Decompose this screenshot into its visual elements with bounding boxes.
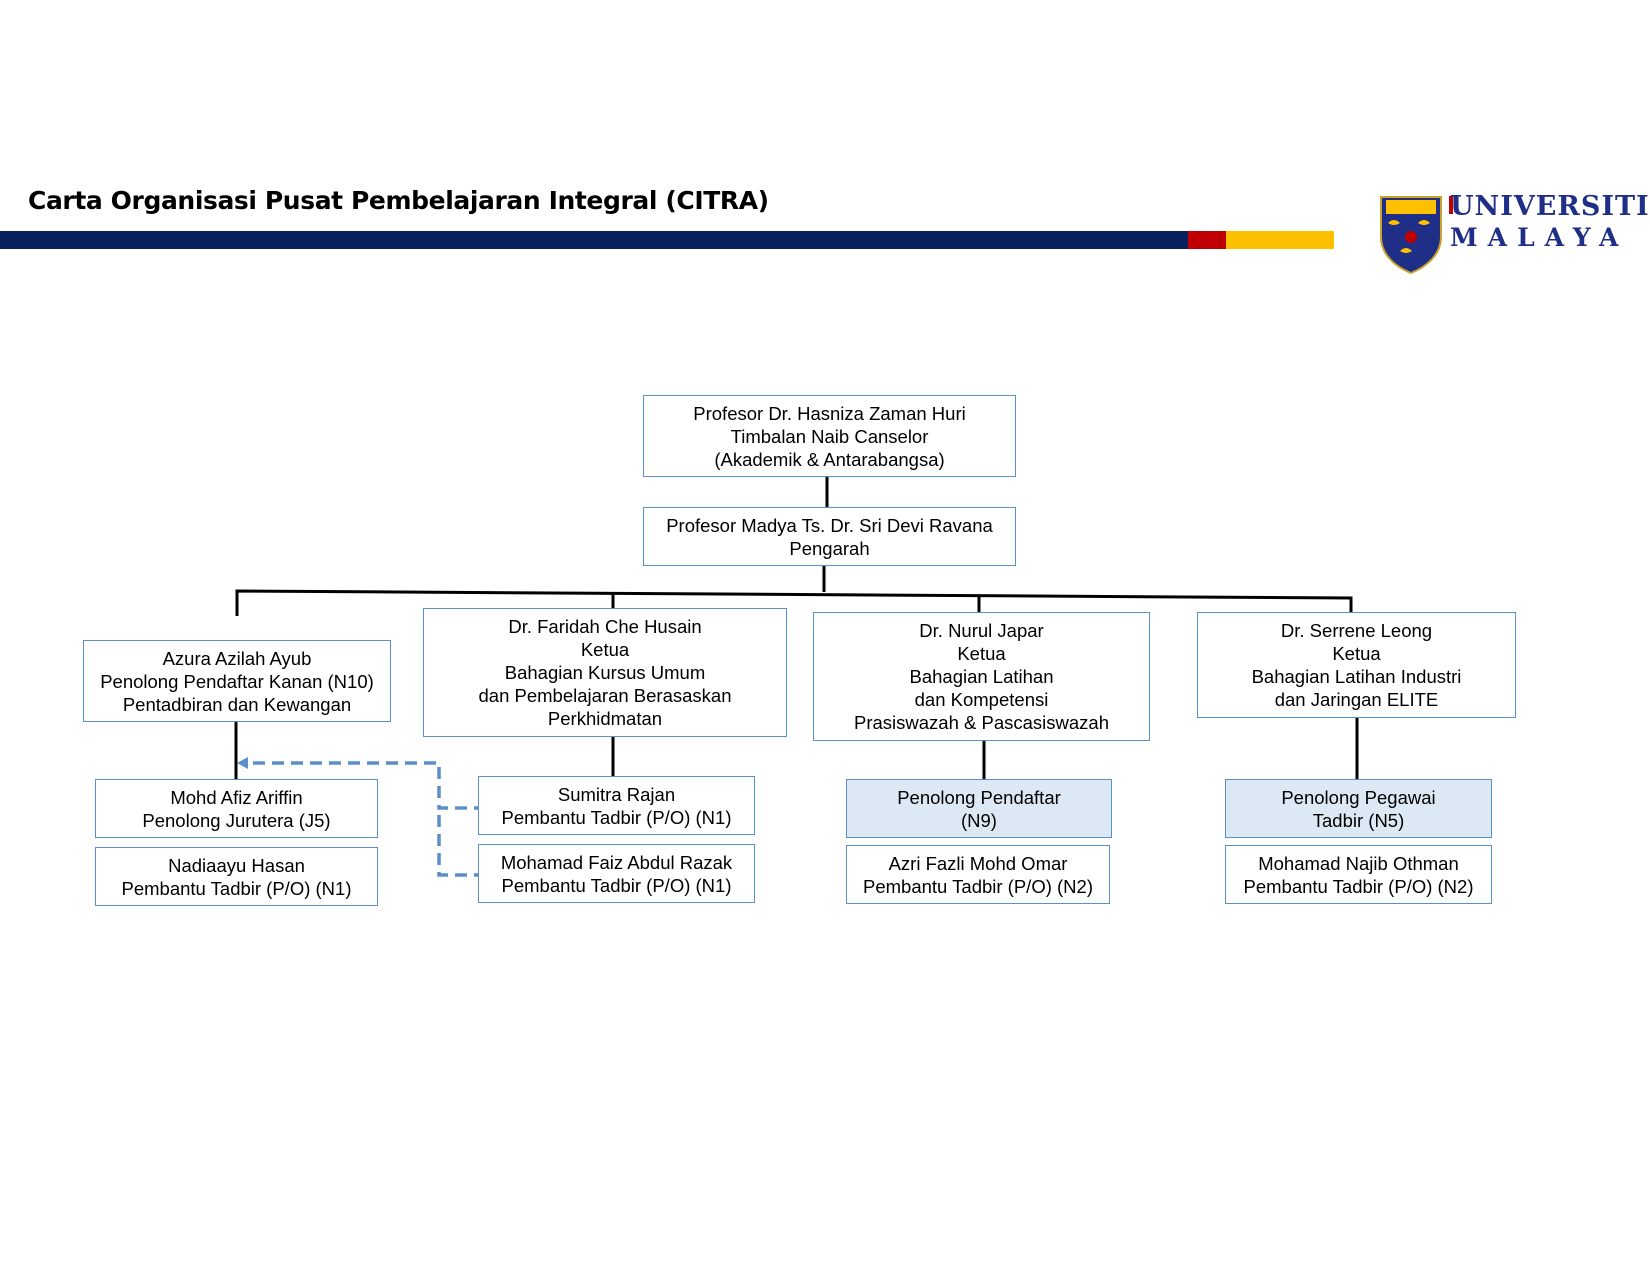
latihan-unit-1: Bahagian Latihan [909, 666, 1054, 687]
org-box-faiz: Mohamad Faiz Abdul Razak Pembantu Tadbir… [478, 844, 755, 903]
industri-unit-1: Bahagian Latihan Industri [1251, 666, 1462, 687]
university-logo: UNIVERSITI MALAYA [1378, 191, 1649, 279]
azri-role: Pembantu Tadbir (P/O) (N2) [863, 875, 1093, 897]
admin-name: Azura Azilah Ayub [162, 647, 312, 669]
org-box-dvc: Profesor Dr. Hasniza Zaman Huri Timbalan… [643, 395, 1016, 477]
latihan-unit-3: Prasiswazah & Pascasiswazah [854, 712, 1109, 733]
ppt-n5-line-2: Tadbir (N5) [1312, 809, 1405, 831]
org-box-director: Profesor Madya Ts. Dr. Sri Devi Ravana P… [643, 507, 1016, 566]
connector-branch-bar [235, 589, 1353, 616]
org-box-industri: Dr. Serrene Leong Ketua Bahagian Latihan… [1197, 612, 1516, 718]
header-band-red [1188, 231, 1226, 249]
kursus-unit-3: Perkhidmatan [547, 708, 663, 729]
kursus-role: Ketua [580, 639, 630, 660]
org-box-penolong-pegawai-tadbir-n5: Penolong Pegawai Tadbir (N5) [1225, 779, 1492, 838]
org-box-najib: Mohamad Najib Othman Pembantu Tadbir (P/… [1225, 845, 1492, 904]
dvc-detail: (Akademik & Antarabangsa) [714, 448, 945, 470]
org-box-afiz: Mohd Afiz Ariffin Penolong Jurutera (J5) [95, 779, 378, 838]
logo-text-malaya: MALAYA [1450, 223, 1629, 252]
kursus-unit-1: Bahagian Kursus Umum [504, 662, 706, 683]
header-band-gold [1226, 231, 1334, 249]
kursus-unit-2: dan Pembelajaran Berasaskan [478, 685, 732, 706]
dvc-role: Timbalan Naib Canselor [730, 425, 929, 447]
dotted-arrow-head [237, 757, 248, 769]
org-box-penolong-pendaftar-n9: Penolong Pendaftar (N9) [846, 779, 1112, 838]
pp-n9-line-2: (N9) [961, 809, 997, 831]
industri-unit-2: dan Jaringan ELITE [1274, 689, 1439, 710]
latihan-name: Dr. Nurul Japar [919, 620, 1044, 641]
ppt-n5-line-1: Penolong Pegawai [1281, 786, 1436, 808]
director-role: Pengarah [789, 537, 870, 559]
najib-name: Mohamad Najib Othman [1258, 852, 1459, 874]
org-box-kursus: Dr. Faridah Che Husain Ketua Bahagian Ku… [423, 608, 787, 737]
sumitra-role: Pembantu Tadbir (P/O) (N1) [501, 806, 732, 828]
university-crest-icon [1380, 196, 1442, 275]
nadiaayu-name: Nadiaayu Hasan [168, 854, 305, 876]
faiz-name: Mohamad Faiz Abdul Razak [500, 851, 733, 873]
admin-unit: Pentadbiran dan Kewangan [122, 693, 352, 715]
azri-name: Azri Fazli Mohd Omar [888, 852, 1068, 874]
nadiaayu-role: Pembantu Tadbir (P/O) (N1) [121, 877, 352, 899]
faiz-role: Pembantu Tadbir (P/O) (N1) [501, 874, 732, 896]
logo-accent [1449, 196, 1453, 214]
afiz-name: Mohd Afiz Ariffin [170, 786, 303, 808]
pp-n9-line-1: Penolong Pendaftar [897, 786, 1061, 808]
dvc-name: Profesor Dr. Hasniza Zaman Huri [693, 402, 966, 424]
header-band-navy [0, 231, 1188, 249]
dotted-report-line [246, 761, 486, 877]
kursus-name: Dr. Faridah Che Husain [508, 616, 702, 637]
latihan-role: Ketua [957, 643, 1006, 664]
org-box-sumitra: Sumitra Rajan Pembantu Tadbir (P/O) (N1) [478, 776, 755, 835]
org-box-azri: Azri Fazli Mohd Omar Pembantu Tadbir (P/… [846, 845, 1110, 904]
industri-name: Dr. Serrene Leong [1280, 620, 1433, 641]
admin-role: Penolong Pendaftar Kanan (N10) [100, 670, 374, 692]
org-box-admin: Azura Azilah Ayub Penolong Pendaftar Kan… [83, 640, 391, 722]
org-box-latihan: Dr. Nurul Japar Ketua Bahagian Latihan d… [813, 612, 1150, 741]
latihan-unit-2: dan Kompetensi [914, 689, 1049, 710]
sumitra-name: Sumitra Rajan [557, 783, 676, 805]
org-box-nadiaayu: Nadiaayu Hasan Pembantu Tadbir (P/O) (N1… [95, 847, 378, 906]
najib-role: Pembantu Tadbir (P/O) (N2) [1243, 875, 1474, 897]
logo-text-universiti: UNIVERSITI [1450, 191, 1650, 222]
director-name: Profesor Madya Ts. Dr. Sri Devi Ravana [666, 514, 993, 536]
afiz-role: Penolong Jurutera (J5) [142, 809, 331, 831]
industri-role: Ketua [1332, 643, 1381, 664]
page-title: Carta Organisasi Pusat Pembelajaran Inte… [28, 186, 769, 215]
